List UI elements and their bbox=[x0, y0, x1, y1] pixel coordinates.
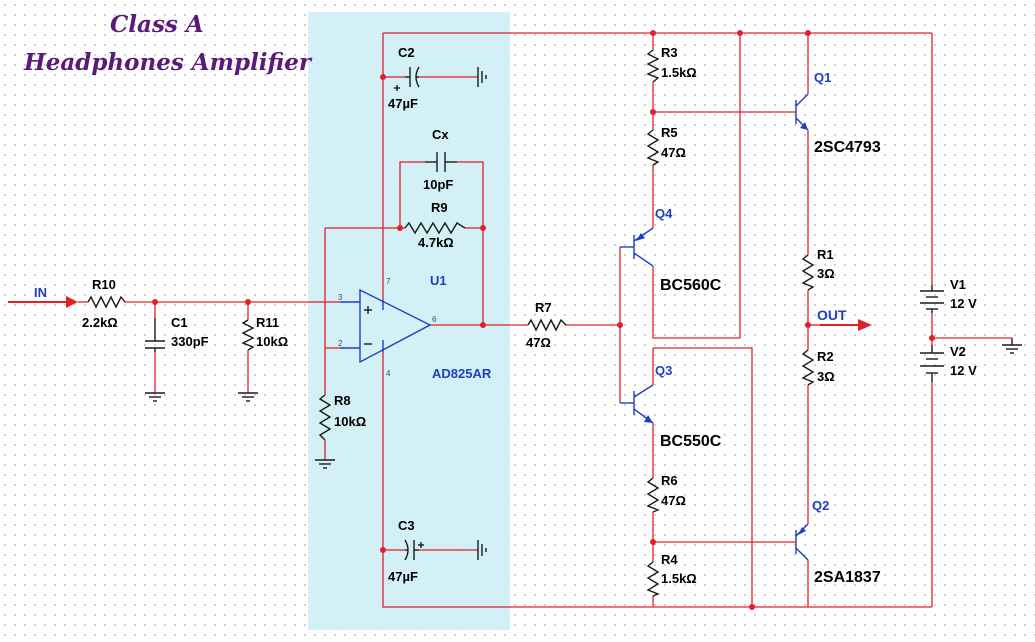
ground-r11 bbox=[238, 392, 258, 402]
r7-ref: R7 bbox=[535, 300, 552, 315]
battery-v1 bbox=[920, 285, 944, 313]
c3-value: 47µF bbox=[388, 569, 418, 584]
resistor-r4 bbox=[646, 561, 660, 597]
output-arrow bbox=[820, 319, 872, 331]
resistor-r2 bbox=[801, 349, 815, 386]
r8-ref: R8 bbox=[334, 393, 351, 408]
resistor-r1 bbox=[801, 254, 815, 291]
title-line1: Class A bbox=[110, 11, 204, 38]
output-label: OUT bbox=[817, 307, 847, 323]
q4-part: BC560C bbox=[660, 277, 722, 294]
r5-ref: R5 bbox=[661, 125, 678, 140]
q2-ref: Q2 bbox=[812, 498, 829, 513]
resistor-r3 bbox=[646, 49, 660, 83]
ground-c1 bbox=[145, 392, 165, 402]
r11-value: 10kΩ bbox=[256, 334, 288, 349]
input-arrow bbox=[8, 296, 88, 308]
r4-ref: R4 bbox=[661, 552, 678, 567]
capacitor-cx bbox=[425, 152, 457, 172]
r11-ref: R11 bbox=[256, 315, 279, 330]
ground-c2 bbox=[477, 67, 487, 87]
c2-value: 47µF bbox=[388, 96, 418, 111]
battery-v2 bbox=[920, 345, 944, 382]
capacitor-c2 bbox=[394, 66, 420, 91]
resistor-r7 bbox=[527, 318, 567, 332]
r4-value: 1.5kΩ bbox=[661, 571, 697, 586]
ground-r8 bbox=[315, 459, 335, 469]
r9-ref: R9 bbox=[431, 200, 448, 215]
u1-pin-vpos: 7 bbox=[386, 277, 391, 286]
input-label: IN bbox=[34, 285, 47, 300]
r7-value: 47Ω bbox=[526, 335, 551, 350]
c2-ref: C2 bbox=[398, 45, 415, 60]
resistor-r6 bbox=[646, 477, 660, 513]
r2-value: 3Ω bbox=[817, 369, 835, 384]
u1-pin-vneg: 4 bbox=[386, 369, 391, 378]
transistor-q3 bbox=[620, 384, 654, 424]
resistor-r8 bbox=[318, 394, 332, 441]
r5-value: 47Ω bbox=[661, 145, 686, 160]
r3-ref: R3 bbox=[661, 45, 678, 60]
resistor-r9 bbox=[404, 221, 466, 235]
r9-value: 4.7kΩ bbox=[418, 235, 454, 250]
r6-value: 47Ω bbox=[661, 493, 686, 508]
q4-ref: Q4 bbox=[655, 206, 673, 221]
transistor-q4 bbox=[620, 227, 654, 267]
ground-c3 bbox=[477, 540, 487, 560]
u1-pin-minus: 2 bbox=[338, 339, 343, 348]
q3-part: BC550C bbox=[660, 433, 722, 450]
resistor-r5 bbox=[646, 129, 660, 166]
r2-ref: R2 bbox=[817, 349, 834, 364]
junctions bbox=[152, 30, 935, 610]
u1-pin-plus: 3 bbox=[338, 293, 343, 302]
cx-value: 10pF bbox=[423, 177, 453, 192]
c3-ref: C3 bbox=[398, 518, 415, 533]
resistor-r11 bbox=[241, 319, 255, 351]
transistor-q2 bbox=[795, 523, 809, 561]
resistor-r10 bbox=[87, 295, 126, 309]
r8-value: 10kΩ bbox=[334, 414, 366, 429]
r1-ref: R1 bbox=[817, 247, 834, 262]
v2-value: 12 V bbox=[950, 363, 977, 378]
r10-value: 2.2kΩ bbox=[82, 315, 118, 330]
opamp-highlight-region bbox=[308, 12, 510, 630]
c1-value: 330pF bbox=[171, 334, 209, 349]
v1-value: 12 V bbox=[950, 296, 977, 311]
u1-ref: U1 bbox=[430, 273, 447, 288]
opamp-u1 bbox=[340, 288, 432, 364]
ground-supply bbox=[1002, 338, 1022, 354]
q1-part: 2SC4793 bbox=[814, 139, 881, 156]
r1-value: 3Ω bbox=[817, 266, 835, 281]
v2-ref: V2 bbox=[950, 344, 966, 359]
capacitor-c1 bbox=[145, 318, 165, 352]
cx-ref: Cx bbox=[432, 127, 449, 142]
v1-ref: V1 bbox=[950, 277, 966, 292]
q2-part: 2SA1837 bbox=[814, 569, 881, 586]
transistor-q1 bbox=[795, 93, 809, 131]
c1-ref: C1 bbox=[171, 315, 188, 330]
capacitor-c3 bbox=[404, 539, 424, 561]
u1-part: AD825AR bbox=[432, 366, 492, 381]
r3-value: 1.5kΩ bbox=[661, 65, 697, 80]
q1-ref: Q1 bbox=[814, 70, 831, 85]
u1-pin-out: 6 bbox=[432, 315, 437, 324]
title-line2: Headphones Amplifier bbox=[23, 49, 313, 76]
wires bbox=[125, 32, 1012, 608]
r10-ref: R10 bbox=[92, 277, 116, 292]
r6-ref: R6 bbox=[661, 473, 678, 488]
q3-ref: Q3 bbox=[655, 363, 672, 378]
